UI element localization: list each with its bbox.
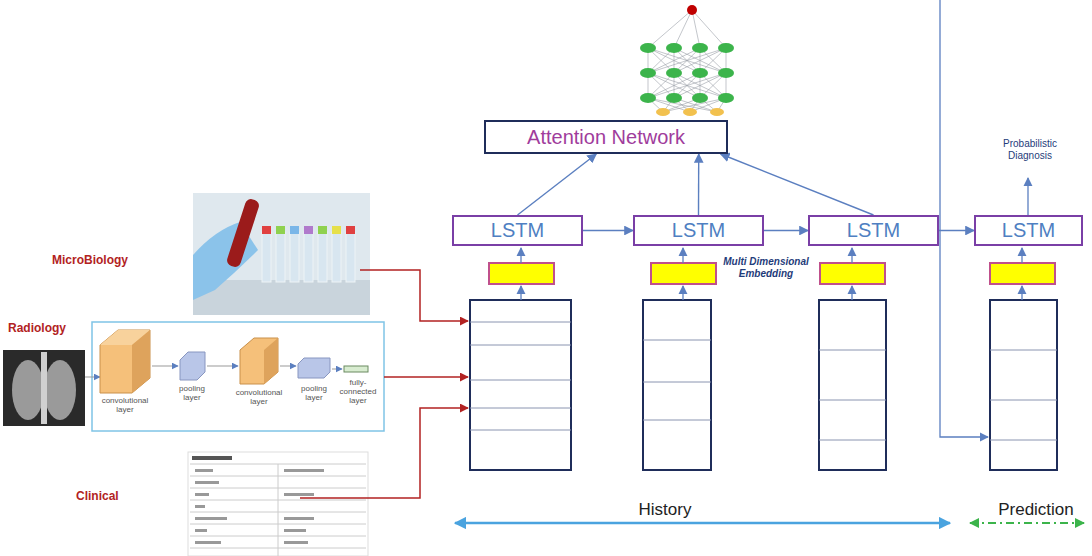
net-neuron — [718, 93, 734, 103]
layer-label: fully-connected layer — [334, 378, 382, 406]
box-label: LSTM — [847, 219, 900, 242]
net-neuron — [640, 93, 656, 103]
net-neuron — [666, 68, 682, 78]
box-label: LSTM — [672, 219, 725, 242]
layer-label: convolutional layer — [230, 388, 288, 406]
layer-label: pooling layer — [170, 384, 214, 402]
input-label: Clinical — [76, 490, 156, 504]
neural-network — [640, 5, 734, 116]
connector-arrow — [518, 154, 597, 215]
up-arrows — [521, 178, 1028, 300]
connector-arrow — [721, 154, 874, 215]
cnn-arrows — [152, 366, 342, 369]
connector-arrow — [698, 154, 700, 215]
lstm-box: LSTM — [808, 215, 939, 246]
connector-arrow — [939, 230, 974, 231]
net-link — [692, 10, 700, 48]
net-link — [692, 10, 726, 48]
timeline-label: Prediction — [986, 500, 1086, 520]
net-link — [648, 48, 726, 73]
cnn-arrow — [85, 377, 100, 378]
net-neuron — [718, 43, 734, 53]
clinical-document — [188, 452, 368, 556]
column-rows — [470, 322, 1057, 440]
net-neuron — [718, 68, 734, 78]
feature-columns — [470, 300, 1057, 470]
attention-box: Attention Network — [484, 120, 728, 154]
net-link — [648, 73, 726, 98]
net-neuron — [692, 93, 708, 103]
box-label: LSTM — [1002, 219, 1055, 242]
history-arrow — [455, 522, 950, 525]
net-neuron — [666, 43, 682, 53]
connector-arrow — [583, 230, 633, 231]
cnn-panel — [92, 322, 384, 431]
embedding-label: Multi Dimensional Embedding — [718, 256, 814, 279]
output-label: Probabilistic Diagnosis — [990, 138, 1070, 161]
net-link — [648, 48, 726, 73]
net-link — [674, 10, 692, 48]
input-label: MicroBiology — [52, 254, 162, 268]
timeline-label: History — [610, 500, 720, 520]
net-neuron — [666, 93, 682, 103]
box-label: LSTM — [491, 219, 544, 242]
input-label: Radiology — [8, 322, 88, 336]
net-neuron — [692, 68, 708, 78]
net-link — [648, 73, 726, 98]
lstm-box: LSTM — [974, 215, 1083, 246]
connector-arrow — [764, 230, 808, 231]
xray-image — [3, 350, 85, 426]
net-neuron — [687, 5, 697, 15]
net-neuron — [692, 43, 708, 53]
net-neuron — [683, 108, 697, 116]
prediction-arrow — [970, 522, 1084, 524]
box-label: Attention Network — [527, 126, 685, 149]
layer-label: pooling layer — [292, 384, 336, 402]
net-neuron — [640, 43, 656, 53]
lstm-box: LSTM — [452, 215, 583, 246]
net-link — [648, 10, 692, 48]
cnn-layers — [100, 330, 368, 393]
microbiology-photo — [193, 193, 370, 315]
layer-label: convolutional layer — [96, 396, 154, 414]
net-neuron — [656, 108, 670, 116]
net-neuron — [710, 108, 724, 116]
lstm-box: LSTM — [633, 215, 764, 246]
net-neuron — [640, 68, 656, 78]
